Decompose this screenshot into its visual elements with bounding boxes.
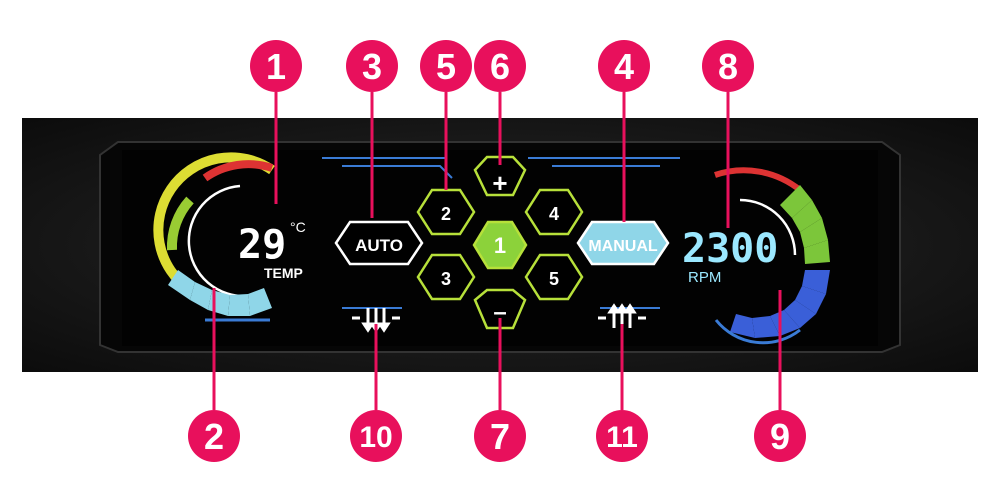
callout-1: 1 — [250, 40, 302, 92]
channel-1-label: 1 — [494, 233, 506, 258]
callout-5: 5 — [420, 40, 472, 92]
channel-2-label: 2 — [441, 204, 451, 224]
svg-text:3: 3 — [362, 46, 382, 87]
temperature-label: TEMP — [264, 265, 303, 281]
svg-text:9: 9 — [770, 416, 790, 457]
callout-2: 2 — [188, 410, 240, 462]
temp-gauge — [153, 152, 275, 322]
minus-button-label: – — [493, 299, 506, 326]
rpm-gauge — [714, 167, 830, 345]
svg-text:5: 5 — [436, 46, 456, 87]
manual-button-label: MANUAL — [588, 238, 658, 255]
callout-8: 8 — [702, 40, 754, 92]
callout-4: 4 — [598, 40, 650, 92]
channel-3-button[interactable]: 3 — [416, 253, 476, 301]
temperature-value: 29 — [238, 222, 286, 268]
auto-button-label: AUTO — [355, 236, 403, 255]
fan-increase-icon[interactable] — [598, 303, 646, 328]
svg-text:7: 7 — [490, 416, 510, 457]
svg-text:4: 4 — [614, 46, 634, 87]
callout-6: 6 — [474, 40, 526, 92]
svg-text:2: 2 — [204, 416, 224, 457]
svg-text:1: 1 — [266, 46, 286, 87]
channel-4-button[interactable]: 4 — [524, 188, 584, 236]
callout-10: 10 — [350, 410, 402, 462]
channel-5-label: 5 — [549, 269, 559, 289]
svg-text:10: 10 — [359, 421, 392, 454]
plus-button-label: + — [492, 168, 507, 198]
temperature-unit: °C — [290, 219, 306, 235]
channel-5-button[interactable]: 5 — [524, 253, 584, 301]
channel-cluster: + 2 4 1 3 5 – — [416, 155, 584, 330]
svg-text:6: 6 — [490, 46, 510, 87]
callout-11: 11 — [596, 410, 648, 462]
manual-button[interactable]: MANUAL — [576, 220, 670, 266]
fan-decrease-icon[interactable] — [352, 308, 400, 333]
channel-4-label: 4 — [549, 204, 559, 224]
svg-text:8: 8 — [718, 46, 738, 87]
svg-text:11: 11 — [606, 421, 638, 454]
channel-2-button[interactable]: 2 — [416, 188, 476, 236]
callout-3: 3 — [346, 40, 398, 92]
callout-9: 9 — [754, 410, 806, 462]
callout-badges: 1 3 5 6 4 8 2 10 — [188, 40, 806, 462]
channel-1-button[interactable]: 1 — [472, 220, 528, 270]
rpm-label: RPM — [688, 269, 721, 286]
channel-3-label: 3 — [441, 269, 451, 289]
callout-leader-lines — [212, 92, 782, 410]
plus-button[interactable]: + — [473, 155, 527, 198]
callout-7: 7 — [474, 410, 526, 462]
rpm-value: 2300 — [682, 226, 778, 272]
minus-button[interactable]: – — [473, 288, 527, 330]
auto-button[interactable]: AUTO — [334, 220, 424, 266]
